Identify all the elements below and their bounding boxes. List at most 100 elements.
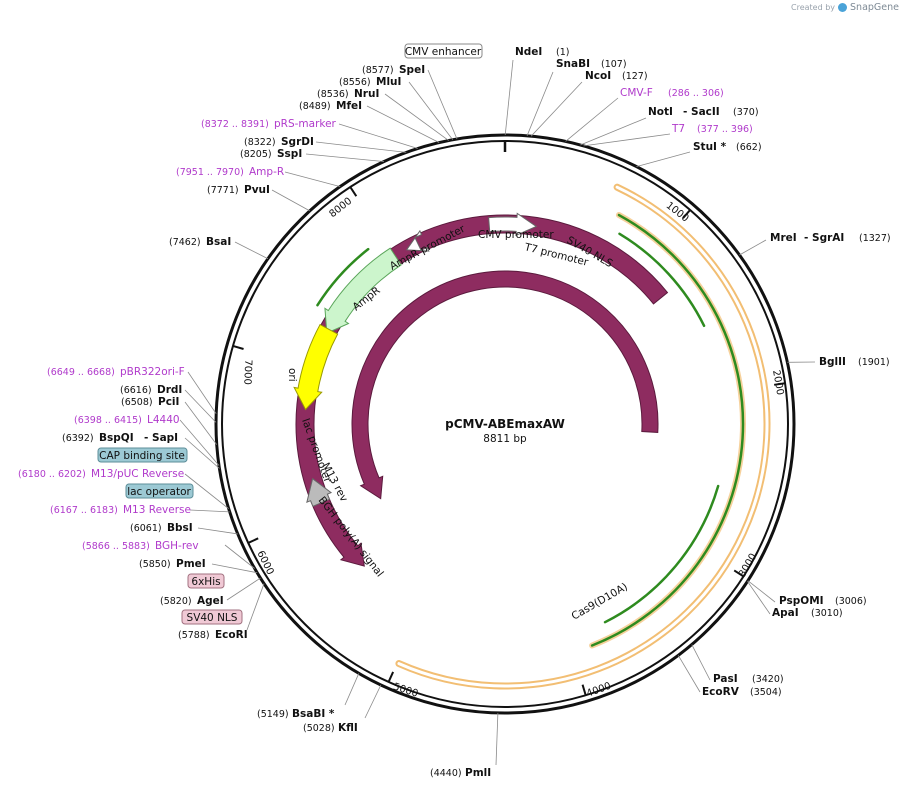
site-ncoi[interactable]: NcoI	[585, 70, 611, 82]
cas9-arrow	[351, 270, 659, 500]
6xhis-box[interactable]: 6xHis	[187, 573, 225, 589]
primer-bgh-rev[interactable]: BGH-rev	[155, 540, 199, 552]
site-stui-pos: (662)	[736, 142, 762, 153]
site-bsabi-pos: (5149)	[257, 709, 289, 720]
orf-green-arc-inner-2	[603, 484, 720, 624]
site-kfli[interactable]: KflI	[338, 722, 358, 734]
site-bbsi[interactable]: BbsI	[167, 522, 193, 534]
site-mfei-pos: (8489)	[299, 101, 331, 112]
site-snabi-pos: (107)	[601, 59, 627, 70]
leader-line-10	[747, 581, 771, 615]
site-sspi[interactable]: SspI	[277, 148, 302, 160]
site-pmli[interactable]: PmlI	[465, 767, 491, 779]
leader-line-14	[364, 684, 382, 719]
leader-line-9	[747, 580, 776, 603]
leader-line-37	[427, 69, 458, 140]
site-bsai-pos: (7462)	[169, 237, 201, 248]
bgh-label: BGH poly(A) signal	[316, 494, 386, 579]
site-kfli-pos: (5028)	[303, 723, 335, 734]
site-drdi[interactable]: DrdI	[157, 384, 182, 396]
site-pspomi[interactable]: PspOMI	[779, 595, 824, 607]
site-agei-pos: (5820)	[160, 596, 192, 607]
plasmid-size: 8811 bp	[483, 433, 527, 445]
site-mlui[interactable]: MluI	[376, 76, 401, 88]
site-mrei[interactable]: MreI	[770, 232, 797, 244]
primer-m13-puc-reverse[interactable]: M13/pUC Reverse	[91, 468, 184, 480]
primer-prs-marker-range: (8372 .. 8391)	[201, 119, 269, 130]
leader-line-27	[187, 371, 217, 414]
site-ecorv[interactable]: EcoRV	[702, 686, 740, 698]
site-spei[interactable]: SpeI	[399, 64, 425, 76]
site-snabi[interactable]: SnaBI	[556, 58, 590, 70]
leader-line-23	[184, 437, 220, 469]
site-bsabi[interactable]: BsaBI *	[292, 708, 335, 720]
site-bspqi[interactable]: BspQI	[99, 432, 134, 444]
site-sgrdi[interactable]: SgrDI	[281, 136, 314, 148]
primer-pbr322ori-f[interactable]: pBR322ori-F	[120, 366, 185, 378]
site-pcii[interactable]: PciI	[158, 396, 179, 408]
lac-operator-label: lac operator	[127, 486, 191, 498]
site-pasi-pos: (3420)	[752, 674, 784, 685]
site-bspqi-pos: (6392)	[62, 433, 94, 444]
primer-l4440[interactable]: L4440	[147, 414, 180, 426]
leader-line-33	[338, 123, 418, 149]
leader-line-6	[636, 151, 691, 167]
site-ecori-pos: (5788)	[178, 630, 210, 641]
orf-green-arc-mid	[590, 213, 745, 647]
primer-m13-reverse[interactable]: M13 Reverse	[123, 504, 191, 516]
site-pasi[interactable]: PasI	[713, 673, 738, 685]
cap-binding-box[interactable]: CAP binding site	[97, 447, 188, 463]
leader-line-30	[284, 171, 341, 187]
cas9-label: Cas9	[574, 561, 603, 582]
leader-line-24	[179, 419, 220, 466]
tick-1000	[682, 209, 691, 219]
leader-line-32	[315, 141, 407, 153]
leader-line-13	[495, 712, 499, 766]
site-nrui[interactable]: NruI	[354, 88, 379, 100]
primer-cmv-f-range: (286 .. 306)	[668, 88, 724, 99]
primer-cmv-f[interactable]: CMV-F	[620, 87, 653, 99]
leader-line-19	[224, 544, 255, 569]
site-pmei-pos: (5850)	[139, 559, 171, 570]
site-sapi[interactable]: - SapI	[144, 432, 178, 444]
tick-5000	[387, 671, 395, 683]
leader-line-36	[408, 81, 454, 141]
bgh-arrow	[306, 477, 333, 508]
tick-2000	[774, 382, 786, 386]
tick-3000	[733, 569, 745, 578]
site-bglii-pos: (1901)	[858, 357, 890, 368]
site-bsai[interactable]: BsaI	[206, 236, 231, 248]
primer-bgh-rev-range: (5866 .. 5883)	[82, 541, 150, 552]
lac-operator-box[interactable]: lac operator	[125, 483, 194, 499]
site-sgrai[interactable]: - SgrAI	[804, 232, 844, 244]
site-ndei[interactable]: NdeI	[515, 46, 542, 58]
site-bglii[interactable]: BglII	[819, 356, 846, 368]
ori-label: ori	[286, 368, 298, 382]
primer-amp-r-range: (7951 .. 7970)	[176, 167, 244, 178]
site-bbsi-pos: (6061)	[130, 523, 162, 534]
ori-arrow	[293, 323, 339, 411]
primer-prs-marker[interactable]: pRS-marker	[274, 118, 337, 130]
leader-line-1	[526, 71, 554, 136]
cmv-enhancer-box[interactable]: CMV enhancer	[404, 43, 483, 59]
site-ncoi-pos: (127)	[622, 71, 648, 82]
leader-line-21	[189, 509, 230, 513]
cap-binding-label: CAP binding site	[99, 450, 185, 462]
site-noti[interactable]: NotI	[648, 106, 673, 118]
primer-amp-r[interactable]: Amp-R	[249, 166, 284, 178]
site-pcii-pos: (6508)	[121, 397, 153, 408]
credit-brand: SnapGene	[850, 2, 899, 13]
site-apai[interactable]: ApaI	[772, 607, 799, 619]
site-pvui[interactable]: PvuI	[244, 184, 270, 196]
leader-line-11	[691, 644, 711, 681]
site-mfei[interactable]: MfeI	[336, 100, 362, 112]
site-agei[interactable]: AgeI	[197, 595, 224, 607]
site-sacii[interactable]: - SacII	[683, 106, 720, 118]
site-stui[interactable]: StuI *	[693, 141, 727, 153]
site-ecori[interactable]: EcoRI	[215, 629, 248, 641]
primer-t7[interactable]: T7	[671, 123, 685, 135]
site-pmei[interactable]: PmeI	[176, 558, 206, 570]
sv40-nls-box[interactable]: SV40 NLS	[181, 609, 243, 625]
orf-green-arc-inner	[618, 232, 706, 328]
